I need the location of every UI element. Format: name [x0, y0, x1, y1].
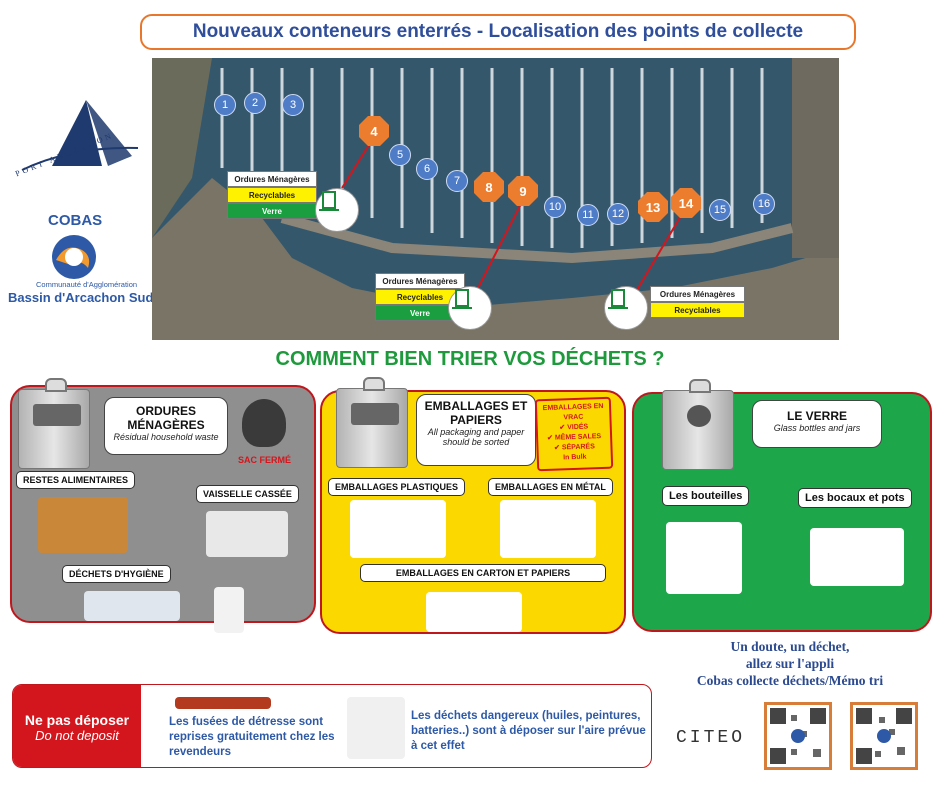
verre-subtitle: Glass bottles and jars	[773, 423, 861, 433]
map-legend-3: Ordures Ménagères Recyclables	[650, 286, 745, 318]
tag-bocaux-pots: Les bocaux et pots	[798, 488, 912, 508]
tag-bouteilles: Les bouteilles	[662, 486, 750, 506]
do-not-deposit-label: Ne pas déposer Do not deposit	[13, 685, 141, 767]
bin-emballages-icon	[336, 377, 408, 468]
trash-bag-icon	[242, 399, 286, 447]
emb-title: EMBALLAGES ET PAPIERS	[424, 399, 528, 427]
broken-dishes-icon	[206, 511, 288, 557]
om-card: ORDURES MÉNAGÈRES Résidual household was…	[104, 397, 228, 455]
map-point-3[interactable]: 3	[282, 94, 304, 116]
legend-ordures: Ordures Ménagères	[227, 171, 317, 187]
flare-text: Les fusées de détresse sont reprises gra…	[169, 716, 335, 758]
legend-recyclables: Recyclables	[227, 187, 317, 203]
bin-location-icon	[604, 286, 648, 330]
map-legend-2: Ordures Ménagères Recyclables Verre	[375, 273, 465, 321]
flare-icon	[175, 697, 271, 709]
map-point-2[interactable]: 2	[244, 92, 266, 114]
food-waste-icon	[38, 497, 128, 553]
tag-vaisselle-cassee: VAISSELLE CASSÉE	[196, 485, 299, 503]
tag-restes-alimentaires: RESTES ALIMENTAIRES	[16, 471, 136, 489]
emb-subtitle: All packaging and paper should be sorted	[427, 427, 525, 447]
hazardous-text: Les déchets dangereux (huiles, peintures…	[411, 710, 646, 752]
page-title: Nouveaux conteneurs enterrés - Localisat…	[140, 14, 856, 50]
om-subtitle: Résidual household waste	[113, 432, 219, 442]
legend-recyclables: Recyclables	[375, 289, 465, 305]
bag-label: SAC FERMÉ	[238, 455, 292, 465]
citeo-logo: CITEO	[676, 728, 746, 748]
verre-card: LE VERRE Glass bottles and jars	[752, 400, 882, 448]
bin-location-icon	[315, 188, 359, 232]
do-not-deposit-subtitle: Do not deposit	[35, 727, 119, 743]
map-point-10[interactable]: 10	[544, 196, 566, 218]
map-point-4[interactable]: 4	[359, 116, 389, 146]
map-point-8[interactable]: 8	[474, 172, 504, 202]
qr-code-ios[interactable]	[850, 702, 918, 770]
legend-ordures: Ordures Ménagères	[650, 286, 745, 302]
map-point-11[interactable]: 11	[577, 204, 599, 226]
glass-jars-icon	[810, 528, 904, 586]
do-not-deposit-box: Ne pas déposer Do not deposit Les fusées…	[12, 684, 652, 768]
cobas-region: Bassin d'Arcachon Sud	[8, 290, 154, 305]
cobas-subtitle: Communauté d'Agglomération	[36, 280, 138, 289]
map-point-7[interactable]: 7	[446, 170, 468, 192]
map-point-14[interactable]: 14	[671, 188, 701, 218]
bin-location-icon	[448, 286, 492, 330]
bin-verre-icon	[662, 379, 734, 470]
tag-emballages-metal: EMBALLAGES EN MÉTAL	[488, 478, 613, 496]
harbor-map: 1 2 3 4 5 6 7 8 9 10 11 12 13 14 15 16 O…	[152, 58, 839, 340]
panel-verre: LE VERRE Glass bottles and jars Les bout…	[632, 379, 932, 632]
tag-emballages-plastiques: EMBALLAGES PLASTIQUES	[328, 478, 466, 496]
bin-ordures-icon	[18, 378, 90, 469]
map-point-9[interactable]: 9	[508, 176, 538, 206]
legend-ordures: Ordures Ménagères	[375, 273, 465, 289]
bulk-stamp: EMBALLAGES EN VRAC ✔ VIDÉS ✔ MÊME SALES …	[534, 396, 614, 472]
map-point-13[interactable]: 13	[638, 192, 668, 222]
hygiene-waste-icon	[84, 591, 180, 621]
plastic-packaging-icon	[350, 500, 446, 558]
cobas-wave-icon	[52, 235, 96, 279]
emb-card: EMBALLAGES ET PAPIERS All packaging and …	[416, 394, 536, 466]
glass-bottles-icon	[666, 522, 742, 594]
verre-title: LE VERRE	[786, 409, 847, 423]
do-not-deposit-title: Ne pas déposer	[24, 711, 130, 728]
map-point-16[interactable]: 16	[753, 193, 775, 215]
tag-dechets-hygiene: DÉCHETS D'HYGIÈNE	[62, 565, 171, 583]
app-promo: Un doute, un déchet, allez sur l'appli C…	[696, 639, 884, 688]
section-title: COMMENT BIEN TRIER VOS DÉCHETS ?	[275, 348, 665, 370]
carton-packaging-icon	[426, 592, 522, 632]
map-point-5[interactable]: 5	[389, 144, 411, 166]
map-point-6[interactable]: 6	[416, 158, 438, 180]
metal-packaging-icon	[500, 500, 596, 558]
map-point-12[interactable]: 12	[607, 203, 629, 225]
legend-recyclables: Recyclables	[650, 302, 745, 318]
map-point-1[interactable]: 1	[214, 94, 236, 116]
map-point-15[interactable]: 15	[709, 199, 731, 221]
om-title: ORDURES MÉNAGÈRES	[127, 404, 205, 432]
cobas-title: COBAS	[48, 212, 103, 229]
port-arcachon-logo	[21, 100, 139, 171]
paper-towel-icon	[214, 587, 244, 633]
panel-ordures-menageres: ORDURES MÉNAGÈRES Résidual household was…	[10, 378, 316, 633]
map-legend-1: Ordures Ménagères Recyclables Verre	[227, 171, 317, 219]
hazardous-waste-icon	[347, 697, 405, 759]
qr-code-android[interactable]	[764, 702, 832, 770]
tag-emballages-carton: EMBALLAGES EN CARTON ET PAPIERS	[360, 564, 606, 582]
legend-verre: Verre	[227, 203, 317, 219]
